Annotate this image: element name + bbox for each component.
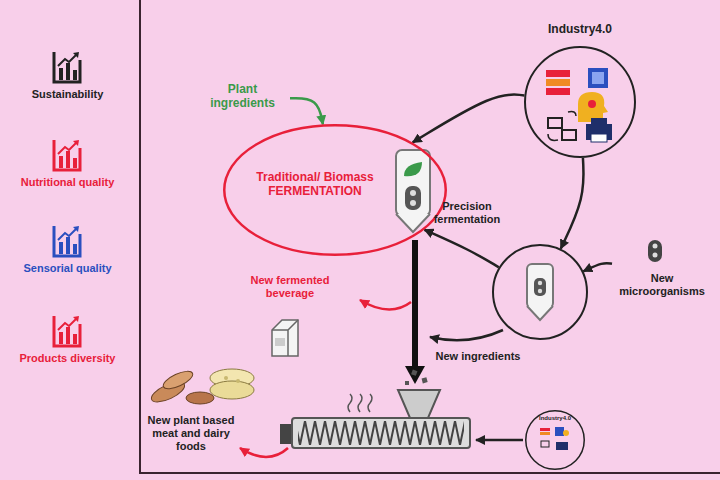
input-label: New microorganisms <box>612 236 712 312</box>
circle-border <box>525 47 635 157</box>
node-text: Industry4.0 <box>530 415 580 422</box>
fermenter-tank <box>396 150 430 232</box>
connector-arrow <box>583 263 612 271</box>
industry-icon <box>546 68 612 142</box>
text-label: New ingredients <box>432 350 524 363</box>
connector-arrow <box>413 94 525 142</box>
ellipse-border <box>224 125 446 255</box>
node-text: Plant ingredients <box>195 82 290 111</box>
circle-border <box>526 411 585 470</box>
control-arrow <box>476 439 523 442</box>
connector-arrow <box>561 158 584 249</box>
node-text: New microorganisms <box>612 272 712 298</box>
circle-border <box>493 245 587 339</box>
connector-arrow <box>290 98 323 124</box>
output-arrow <box>240 448 288 457</box>
fermentation-ellipse: Traditional/ Biomass FERMENTATION <box>223 124 447 256</box>
industry-circle: Industry4.0 <box>524 46 636 158</box>
input-label: Plant ingredients <box>195 82 290 116</box>
text-label: Sensorial quality <box>0 262 135 275</box>
text-label: Nutritional quality <box>0 176 135 189</box>
node-text: Industry4.0 <box>530 22 630 36</box>
frame-line <box>140 0 720 473</box>
text-label: New fermented beverage <box>232 274 348 300</box>
connector-arrow <box>424 230 498 268</box>
text-label: Products diversity <box>0 352 135 365</box>
output-arrow <box>360 300 411 310</box>
circle-outline <box>492 244 588 340</box>
node-text: Traditional/ Biomass FERMENTATION <box>245 170 385 199</box>
milk-carton <box>272 320 298 356</box>
fermenter-small <box>527 264 553 320</box>
main-arrow <box>405 240 425 384</box>
precision-circle: Precision fermentation <box>492 244 588 340</box>
node-text: Precision fermentation <box>412 200 522 226</box>
ingredient-arrow <box>430 330 503 340</box>
microbe-icon <box>648 240 662 262</box>
text-label: New plant based meat and dairy foods <box>146 414 236 454</box>
industry-circle-small: Industry4.0 <box>525 410 585 470</box>
text-label: Sustainability <box>0 88 135 101</box>
industry-icon-small <box>540 427 569 450</box>
food-icons <box>149 368 254 406</box>
extruder <box>280 369 470 448</box>
circle-outline <box>524 46 636 158</box>
